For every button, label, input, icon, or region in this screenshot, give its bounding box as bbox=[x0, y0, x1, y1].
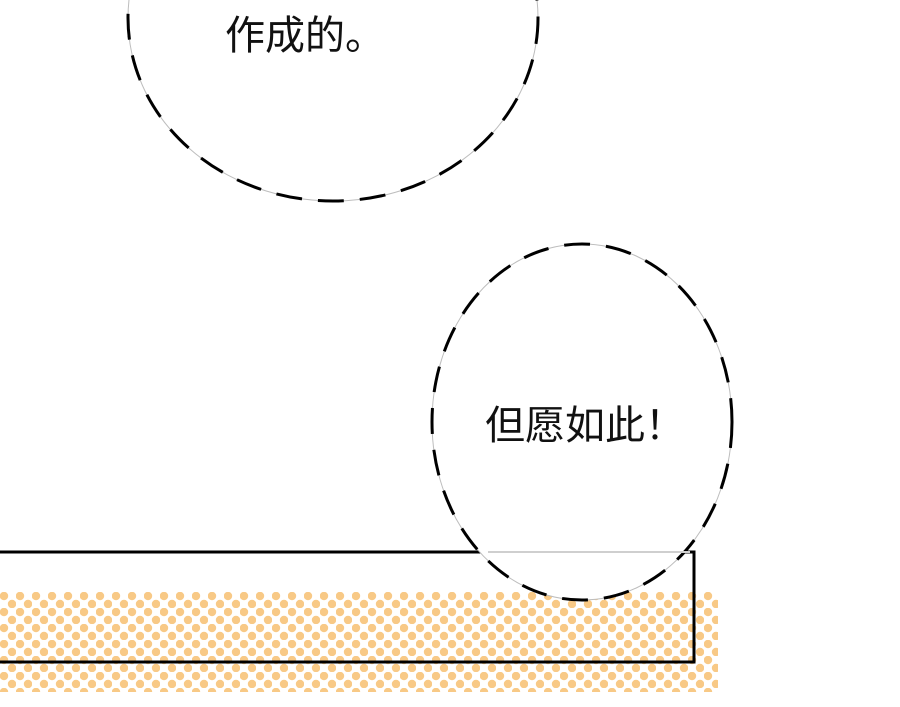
bubble-bottom-text: 但愿如此！ bbox=[485, 403, 685, 449]
bubble-top-text: 作成的。 bbox=[225, 13, 385, 59]
speech-bubble-top-dashes bbox=[126, 0, 540, 203]
dot-pattern-strip bbox=[0, 592, 718, 692]
table-outline bbox=[0, 550, 696, 664]
speech-bubble-bottom-dashes bbox=[430, 242, 734, 602]
